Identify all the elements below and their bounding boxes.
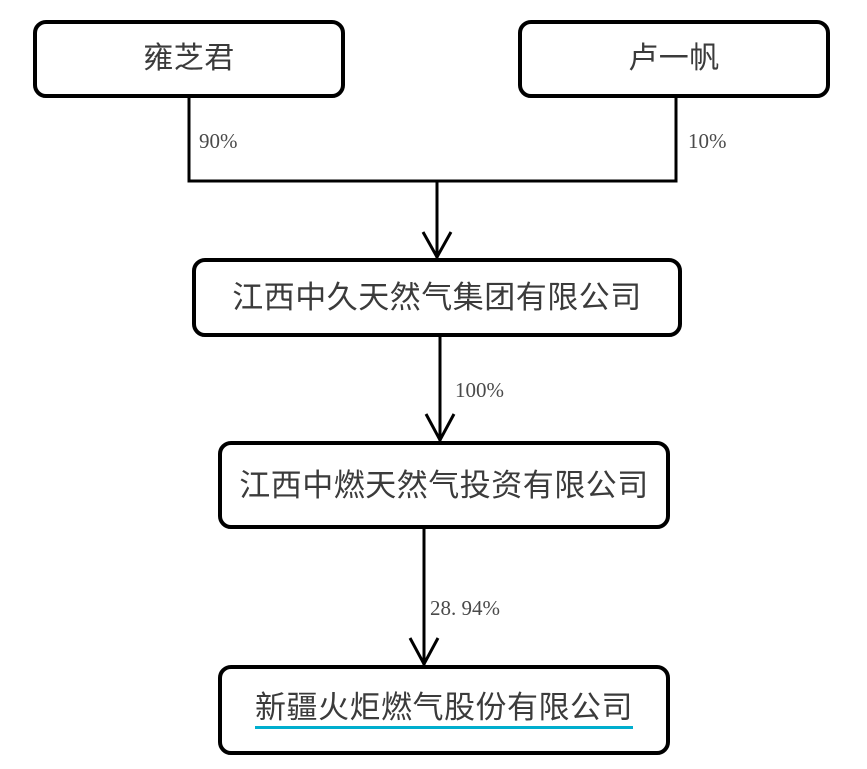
node-label-zhongran: 江西中燃天然气投资有限公司 (239, 467, 649, 503)
node-label-zhongjiu: 江西中久天然气集团有限公司 (232, 280, 642, 315)
edge-label-luyifan-percent: 10% (688, 129, 727, 153)
edge-label-yongzhijun-percent: 90% (199, 129, 238, 153)
node-shareholder-yongzhijun[interactable]: 雍芝君 (33, 20, 345, 98)
edge-label-zhongjiu-percent: 100% (455, 378, 504, 402)
node-company-zhongjiu[interactable]: 江西中久天然气集团有限公司 (192, 258, 682, 337)
arrowhead-into-zhongjiu (421, 231, 453, 261)
node-shareholder-luyifan[interactable]: 卢一帆 (518, 20, 830, 98)
arrowhead-into-huoju (408, 637, 440, 668)
node-company-huoju[interactable]: 新疆火炬燃气股份有限公司 (218, 665, 670, 755)
node-label-yongzhijun: 雍芝君 (143, 42, 235, 75)
edge-label-zhongran-percent: 28. 94% (430, 596, 500, 620)
arrowhead-into-zhongran (424, 413, 456, 444)
node-label-luyifan: 卢一帆 (628, 42, 720, 75)
node-label-huoju-link[interactable]: 新疆火炬燃气股份有限公司 (255, 692, 633, 729)
node-company-zhongran[interactable]: 江西中燃天然气投资有限公司 (218, 441, 670, 529)
